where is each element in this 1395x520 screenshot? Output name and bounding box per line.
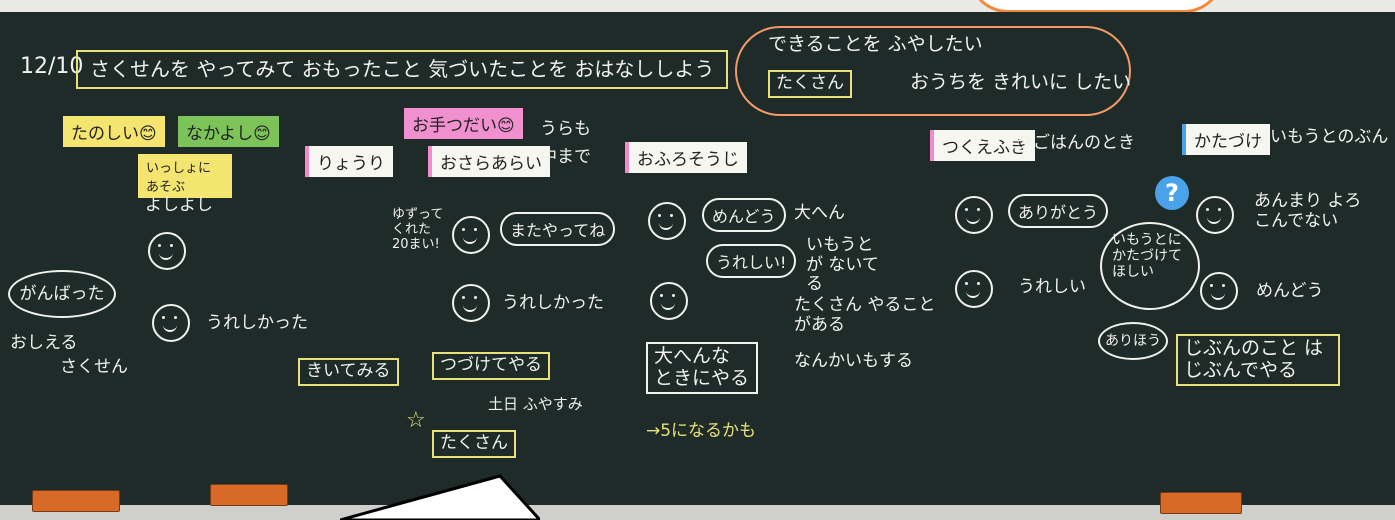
text-five: →5になるかも bbox=[646, 421, 757, 441]
text-ganbatta: がんばった bbox=[19, 284, 105, 304]
box-kiitemiru: きいてみる bbox=[298, 358, 399, 386]
bubble-mata: またやってね bbox=[500, 212, 616, 246]
eraser-left[interactable] bbox=[32, 490, 120, 512]
text-yoshiyoshi: よしよし bbox=[145, 195, 213, 215]
goal-tag: たくさん bbox=[768, 70, 852, 98]
cloud-arihou: ありほう bbox=[1098, 322, 1168, 360]
smiley-face-icon bbox=[152, 304, 190, 342]
text-uramo: うらも bbox=[540, 119, 591, 139]
box-taihen-na: 大へんな ときにやる bbox=[646, 342, 758, 394]
text-takusan-yaru: たくさん やることがある bbox=[794, 295, 936, 335]
card-ryouri: りょうり bbox=[305, 146, 393, 177]
box-tsuzukete: つづけてやる bbox=[432, 352, 550, 380]
card-nakayoshi: なかよし😊 bbox=[178, 116, 279, 147]
text-imouto-bun: いもうとのぶん bbox=[1270, 127, 1389, 147]
speech-bubble-tail bbox=[340, 474, 540, 520]
question-icon: ? bbox=[1155, 176, 1189, 210]
text-nanka: なんかいもする bbox=[794, 351, 913, 371]
card-tanoshii: たのしい😊 bbox=[63, 116, 165, 147]
text-hoshii: いもうとに かたづけて ほしい bbox=[1112, 232, 1182, 281]
smiley-face-icon bbox=[452, 284, 490, 322]
date: 12/10 bbox=[20, 54, 84, 79]
text-mendou-2: めんどう bbox=[1256, 281, 1324, 301]
card-osara: おさらあらい bbox=[428, 146, 550, 177]
text-arihou: ありほう bbox=[1105, 333, 1161, 349]
text-sakusen: さくせん bbox=[60, 357, 128, 377]
bubble-arigatou: ありがとう bbox=[1008, 194, 1109, 228]
box-takusan: たくさん bbox=[432, 430, 516, 458]
cloud-ganbatta: がんばった bbox=[8, 270, 116, 318]
bubble-ureshii: うれしい! bbox=[706, 244, 797, 278]
blackboard: 12/10 さくせんを やってみて おもったこと 気づいたことを おはなししよう… bbox=[0, 12, 1395, 508]
text-oshieru: おしえる bbox=[10, 333, 78, 353]
smiley-face-icon bbox=[955, 270, 993, 308]
goal-line1: できることを ふやしたい bbox=[768, 33, 983, 55]
text-doyou: 土日 ふやすみ bbox=[488, 395, 583, 413]
card-tsukue: つくえふき bbox=[930, 130, 1035, 161]
eraser-middle[interactable] bbox=[210, 484, 288, 506]
smiley-face-icon bbox=[648, 202, 686, 240]
smiley-face-icon bbox=[1196, 196, 1234, 234]
smiley-face-icon bbox=[148, 232, 186, 270]
text-taihen: 大へん bbox=[794, 203, 845, 223]
text-anmari: あんまり よろこんでない bbox=[1254, 191, 1362, 231]
smiley-face-icon bbox=[1200, 272, 1238, 310]
text-ureshii-2: うれしい bbox=[1018, 277, 1086, 297]
text-ureshikatta-1: うれしかった bbox=[206, 313, 308, 333]
card-ofuro: おふろそうじ bbox=[625, 142, 747, 173]
box-jibun: じぶんのこと はじぶんでやる bbox=[1176, 334, 1340, 386]
text-imouto: いもうとが ないてる bbox=[806, 235, 879, 295]
text-yuzutte: ゆずって くれた 20まい! bbox=[392, 207, 444, 252]
lesson-title: さくせんを やってみて おもったこと 気づいたことを おはなししよう bbox=[76, 50, 729, 89]
card-issho: いっしょに あそぶ bbox=[138, 154, 232, 198]
text-nakamade: 中まで bbox=[540, 147, 591, 167]
smiley-face-icon bbox=[955, 196, 993, 234]
smiley-face-icon bbox=[452, 216, 490, 254]
star-icon: ☆ bbox=[406, 408, 426, 433]
goal-line2: おうちを きれいに したい bbox=[910, 71, 1132, 93]
cloud-hoshii bbox=[1100, 222, 1200, 310]
smiley-face-icon bbox=[650, 282, 688, 320]
card-katazuke: かたづけ bbox=[1182, 124, 1270, 155]
eraser-right[interactable] bbox=[1160, 492, 1242, 514]
text-ureshikatta-2: うれしかった bbox=[502, 293, 604, 313]
card-otetsudai: お手つだい😊 bbox=[404, 108, 523, 139]
goal-cloud bbox=[735, 26, 1131, 116]
text-yuuhan: 夕ごはんのとき bbox=[1016, 133, 1135, 153]
bubble-mendou: めんどう bbox=[702, 198, 786, 232]
